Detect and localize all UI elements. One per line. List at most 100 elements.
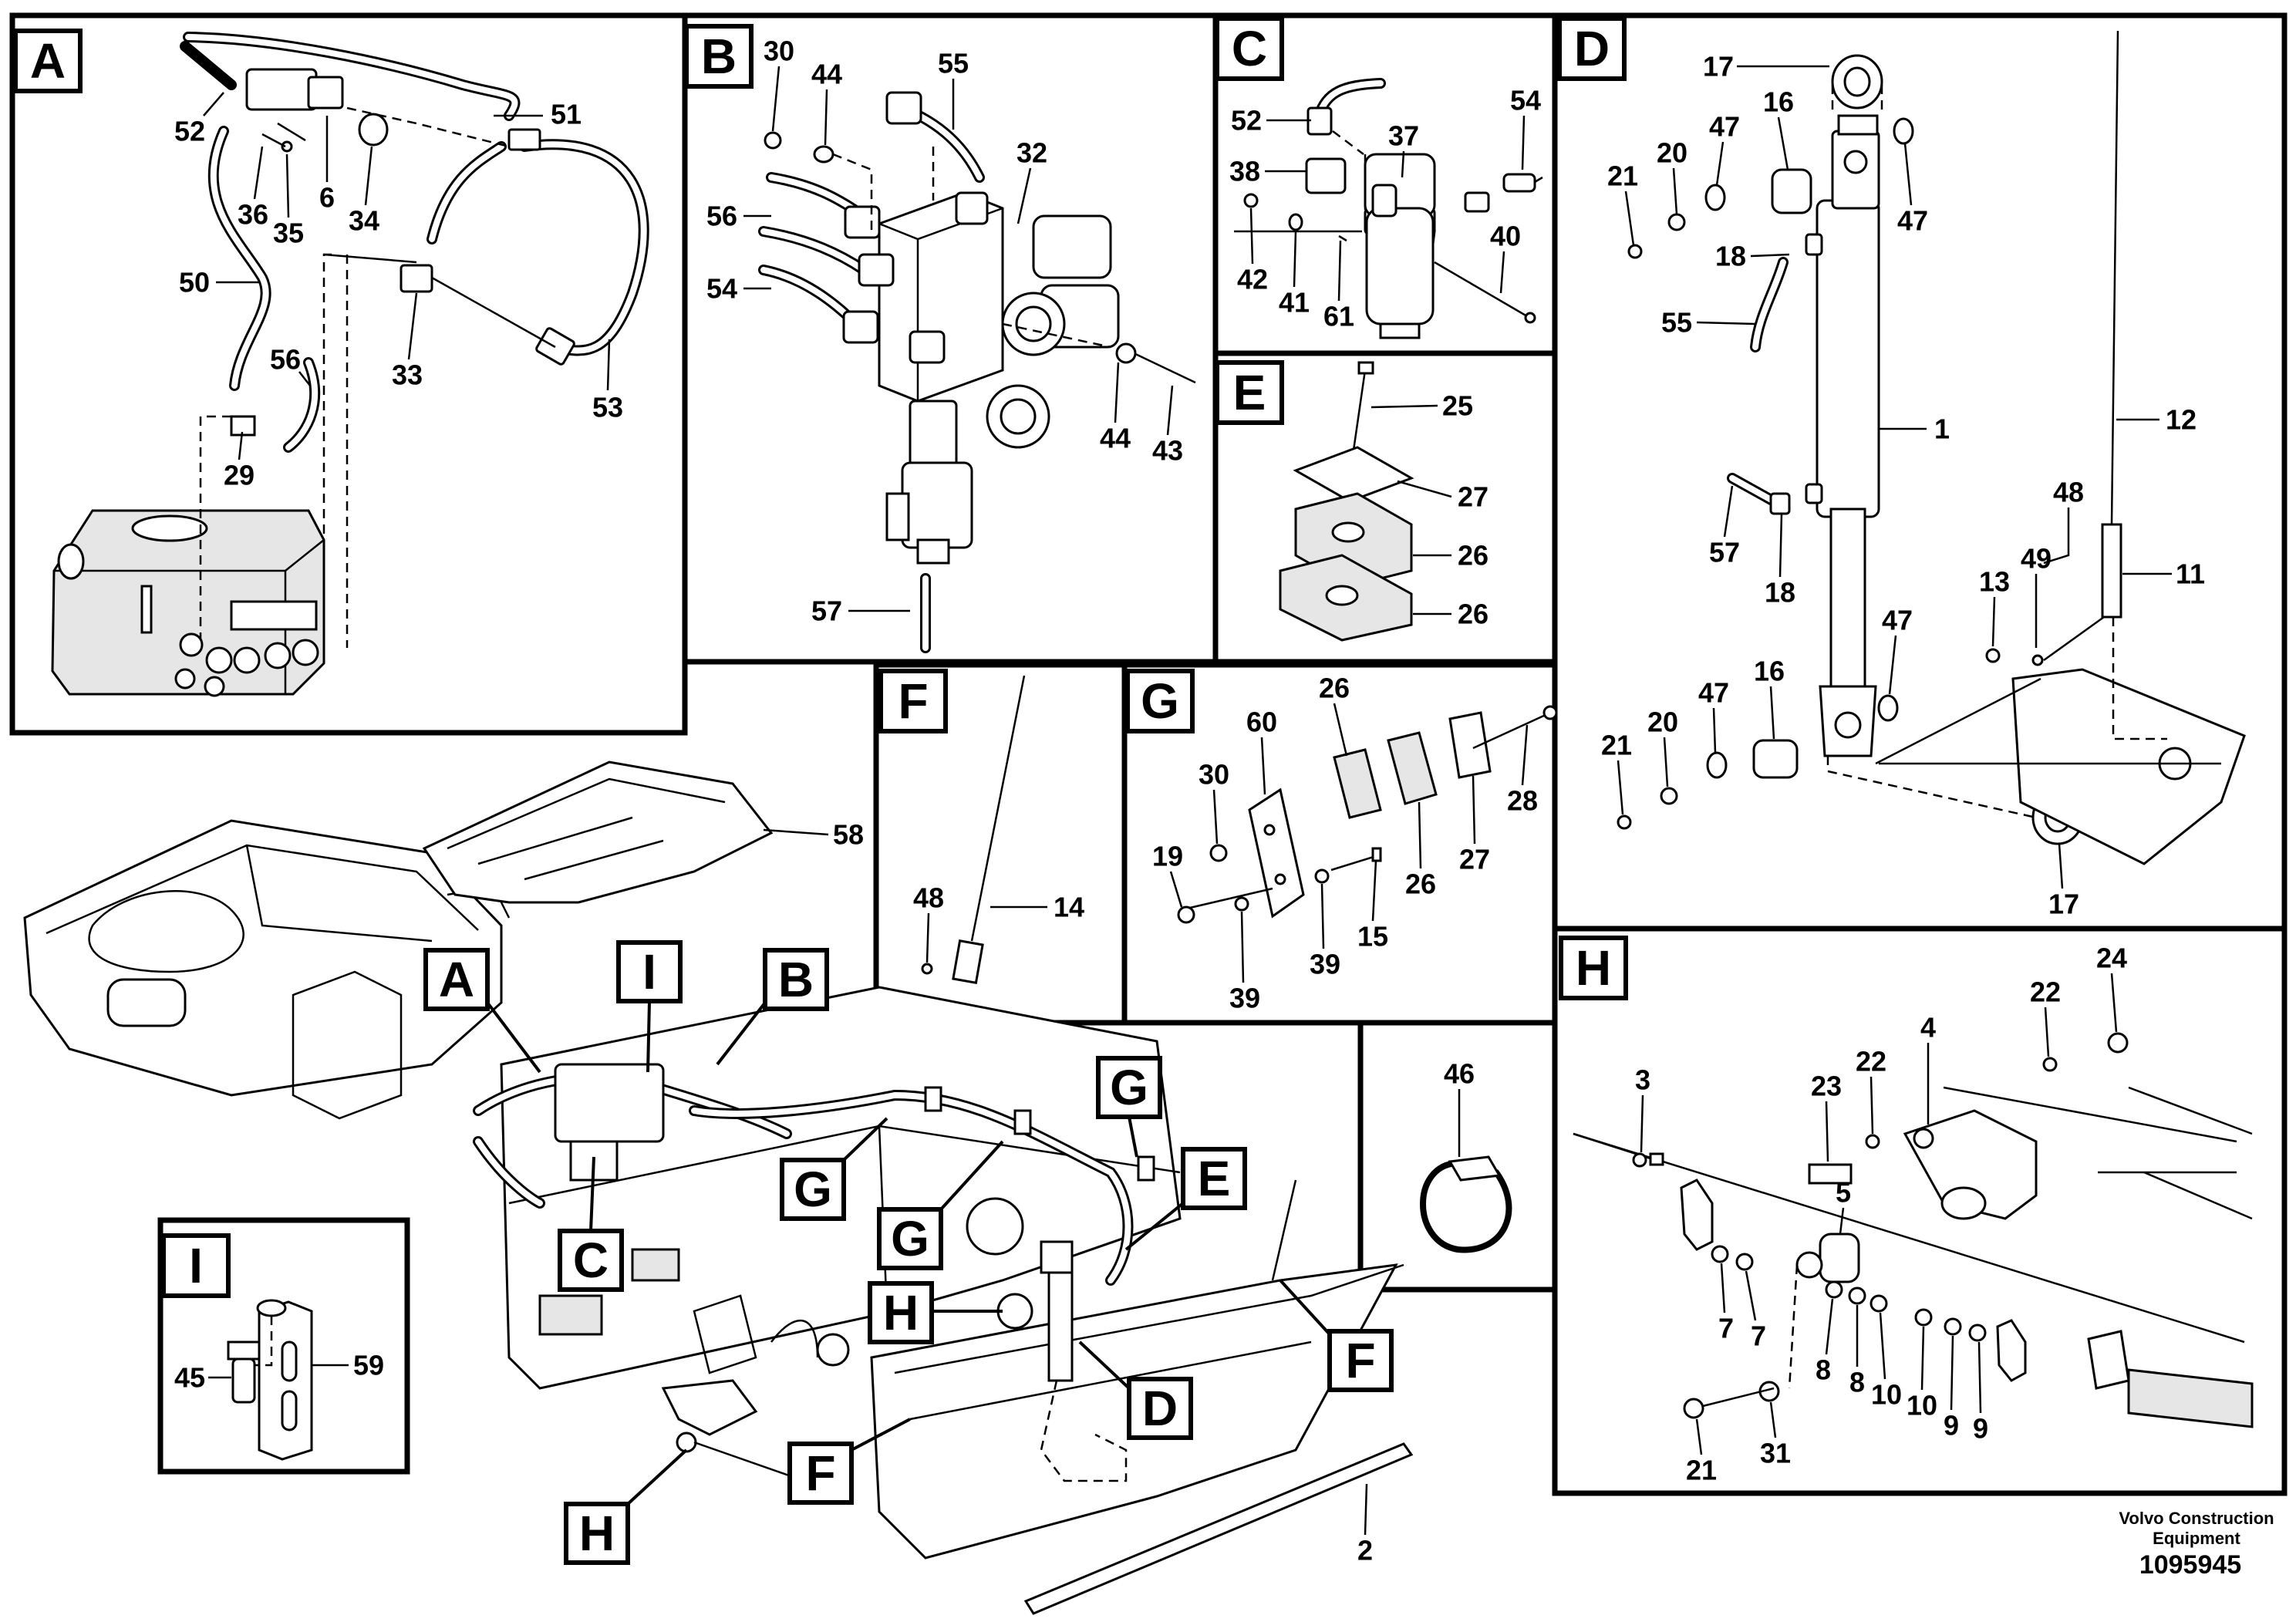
callout-g-30: 30 xyxy=(1199,759,1229,791)
callout-i-45: 45 xyxy=(174,1362,205,1394)
callout-c-52: 52 xyxy=(1231,105,1262,137)
callout-c-54: 54 xyxy=(1510,85,1541,116)
panel-e-drawing xyxy=(1279,361,1414,642)
svg-text:C: C xyxy=(1232,21,1267,76)
tag-main-h1: H xyxy=(868,1281,934,1344)
panel-tag-h: H xyxy=(1559,936,1628,1000)
callout-g-39: 39 xyxy=(1229,983,1260,1014)
callout-b-44b: 44 xyxy=(1100,423,1131,454)
callout-e-26b: 26 xyxy=(1458,599,1489,630)
tag-main-b: B xyxy=(763,948,829,1011)
callout-e-27: 27 xyxy=(1458,481,1489,513)
svg-text:A: A xyxy=(30,33,66,89)
callout-h-8: 8 xyxy=(1816,1354,1831,1386)
svg-text:A: A xyxy=(439,952,474,1007)
panel-tag-a: A xyxy=(13,29,83,93)
callout-g-39b: 39 xyxy=(1310,949,1340,980)
callout-d-47b: 47 xyxy=(1897,205,1928,237)
panel-c-drawing xyxy=(1234,78,1543,339)
callout-b-32: 32 xyxy=(1017,137,1047,169)
valve-cluster xyxy=(554,1063,665,1143)
panel-tag-i: I xyxy=(161,1233,231,1298)
callout-b-30: 30 xyxy=(764,35,794,67)
tag-main-a: A xyxy=(423,948,490,1011)
callout-d-49: 49 xyxy=(2021,543,2052,575)
callout-a-6: 6 xyxy=(319,182,335,214)
callout-d-47d: 47 xyxy=(1698,677,1729,709)
footer-company-line2: Equipment xyxy=(2153,1529,2240,1548)
svg-text:F: F xyxy=(898,673,928,729)
callout-c-61: 61 xyxy=(1323,301,1354,332)
callout-h-9b: 9 xyxy=(1973,1413,1988,1445)
callout-d-1: 1 xyxy=(1934,413,1950,445)
callout-h-7b: 7 xyxy=(1751,1320,1766,1352)
callout-a-29: 29 xyxy=(224,460,255,491)
panel-tag-e: E xyxy=(1215,360,1284,425)
svg-text:I: I xyxy=(642,944,656,1000)
svg-text:G: G xyxy=(1141,673,1179,729)
callout-a-34: 34 xyxy=(349,205,379,237)
callout-a-35: 35 xyxy=(273,218,304,249)
callout-h-24: 24 xyxy=(2096,943,2127,974)
callout-c-40: 40 xyxy=(1490,221,1521,252)
svg-text:G: G xyxy=(1110,1060,1148,1115)
panel-tag-c: C xyxy=(1215,16,1284,81)
callout-h-22b: 22 xyxy=(2030,976,2061,1008)
tag-main-g2: G xyxy=(877,1207,943,1270)
callout-g-27: 27 xyxy=(1459,844,1490,875)
callout-a-52: 52 xyxy=(174,116,205,147)
svg-text:H: H xyxy=(579,1506,615,1561)
tag-main-g1: G xyxy=(780,1158,846,1221)
callout-h-5: 5 xyxy=(1836,1177,1851,1209)
callout-h-7: 7 xyxy=(1718,1313,1734,1344)
footer-company-line1: Volvo Construction xyxy=(2119,1509,2274,1528)
tag-main-e: E xyxy=(1181,1147,1247,1210)
callout-d-47: 47 xyxy=(1709,111,1740,143)
callout-d-48: 48 xyxy=(2053,477,2084,508)
callout-h-31: 31 xyxy=(1760,1438,1791,1469)
tag-main-f1: F xyxy=(1327,1329,1394,1392)
panel-46-frame xyxy=(1357,1020,1558,1293)
callout-b-57: 57 xyxy=(811,595,842,627)
callout-h-10b: 10 xyxy=(1907,1390,1937,1421)
callout-d-21: 21 xyxy=(1607,160,1638,192)
panel-tag-g: G xyxy=(1125,669,1195,733)
tag-main-i: I xyxy=(616,940,683,1003)
callout-d-20b: 20 xyxy=(1647,706,1678,738)
callout-d-18: 18 xyxy=(1715,241,1746,272)
callout-d-16: 16 xyxy=(1763,86,1794,118)
panel-f-drawing xyxy=(921,675,1026,984)
svg-text:F: F xyxy=(1345,1333,1375,1388)
callout-h-4: 4 xyxy=(1920,1012,1936,1044)
panel-46-drawing xyxy=(1420,1155,1512,1253)
svg-text:G: G xyxy=(891,1211,929,1266)
svg-text:B: B xyxy=(701,29,737,84)
callout-a-50: 50 xyxy=(179,267,210,298)
callout-d-57: 57 xyxy=(1709,537,1740,568)
panel-a-drawing xyxy=(51,32,649,697)
svg-text:D: D xyxy=(1142,1381,1178,1436)
tag-main-f2: F xyxy=(787,1442,854,1505)
callout-g-26: 26 xyxy=(1319,673,1350,704)
panel-i-drawing xyxy=(227,1299,313,1461)
tag-main-h2: H xyxy=(564,1502,630,1565)
callout-g-19: 19 xyxy=(1152,841,1183,872)
callout-b-43: 43 xyxy=(1152,435,1183,467)
callout-d-47c: 47 xyxy=(1882,605,1913,636)
tag-main-c: C xyxy=(558,1229,624,1292)
floor-plate xyxy=(422,760,774,904)
callout-c-37: 37 xyxy=(1388,120,1419,152)
panel-tag-b: B xyxy=(684,24,754,89)
callout-f-48: 48 xyxy=(913,882,944,914)
callout-d-21b: 21 xyxy=(1601,730,1632,761)
callout-c-38: 38 xyxy=(1229,156,1260,187)
callout-e-26: 26 xyxy=(1458,540,1489,572)
callout-h-22: 22 xyxy=(1856,1046,1886,1077)
callout-h-21: 21 xyxy=(1686,1455,1717,1486)
callout-a-33: 33 xyxy=(392,359,423,391)
callout-d-12: 12 xyxy=(2166,404,2197,436)
callout-d-17b: 17 xyxy=(2048,889,2079,920)
callout-2: 2 xyxy=(1357,1535,1373,1566)
document-number: 1095945 xyxy=(2139,1550,2241,1580)
callout-g-60: 60 xyxy=(1246,706,1277,738)
